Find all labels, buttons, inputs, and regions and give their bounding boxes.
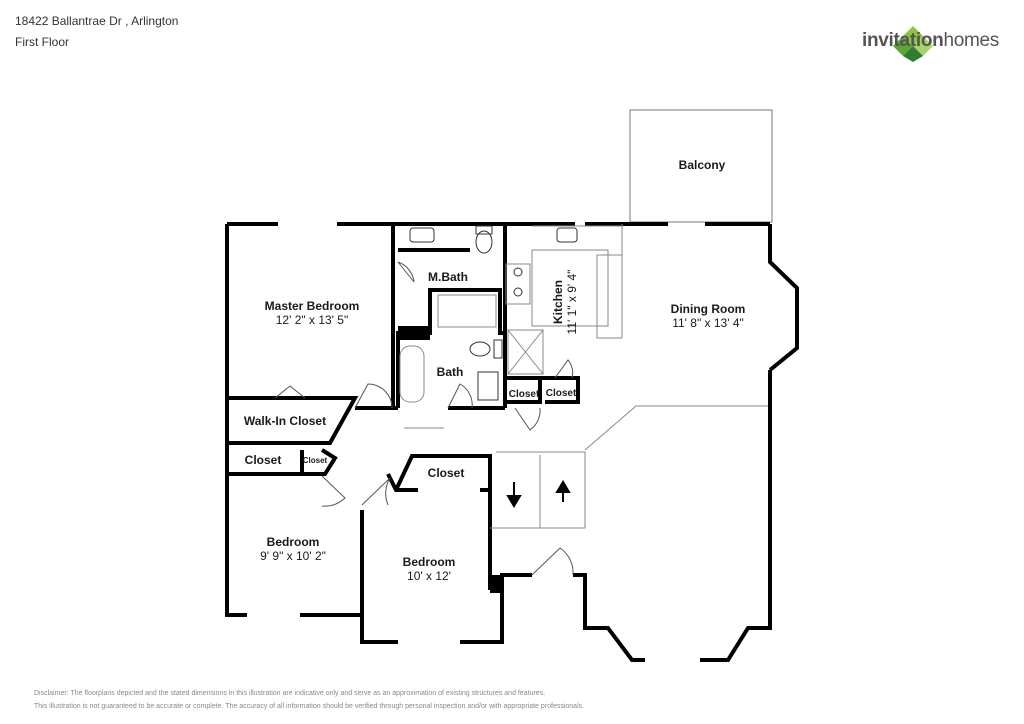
brand-name: invitationhomes	[862, 30, 999, 51]
room-dims-kitchen: 11' 1" x 9' 4"	[565, 270, 579, 335]
room-label-closet-left: Closet	[245, 453, 282, 467]
floor-label: First Floor	[15, 35, 69, 49]
balcony-outline	[629, 109, 773, 223]
room-dims-dining-room: 11' 8" x 13' 4"	[672, 316, 744, 330]
room-dims-bedroom-1: 9' 9" x 10' 2"	[260, 549, 326, 563]
room-label-closet-small: Closet	[303, 456, 328, 465]
room-label-bedroom-2: Bedroom	[403, 555, 456, 569]
room-label-bath: Bath	[437, 365, 464, 379]
disclaimer-line-1: Disclaimer: The floorplans depicted and …	[34, 690, 546, 697]
disclaimer-line-2: This illustration is not guaranteed to b…	[34, 703, 585, 710]
room-label-walk-in-closet: Walk-In Closet	[244, 414, 326, 428]
room-label-bedroom-1: Bedroom	[267, 535, 320, 549]
room-label-closet-kitchen-1: Closet	[509, 389, 540, 400]
invitation-homes-logo-icon	[893, 26, 933, 62]
room-label-kitchen: Kitchen	[551, 280, 565, 324]
room-label-closet-kitchen-2: Closet	[546, 388, 577, 399]
room-dims-bedroom-2: 10' x 12'	[407, 569, 451, 583]
address-text: 18422 Ballantrae Dr , Arlington	[15, 14, 179, 28]
room-label-balcony: Balcony	[679, 158, 726, 172]
room-label-master-bath: M.Bath	[428, 270, 468, 284]
room-label-master-bedroom: Master Bedroom	[265, 299, 360, 313]
room-dims-master-bedroom: 12' 2" x 13' 5"	[276, 313, 348, 327]
room-label-closet-bedroom-2: Closet	[428, 466, 465, 480]
room-label-dining-room: Dining Room	[671, 302, 746, 316]
